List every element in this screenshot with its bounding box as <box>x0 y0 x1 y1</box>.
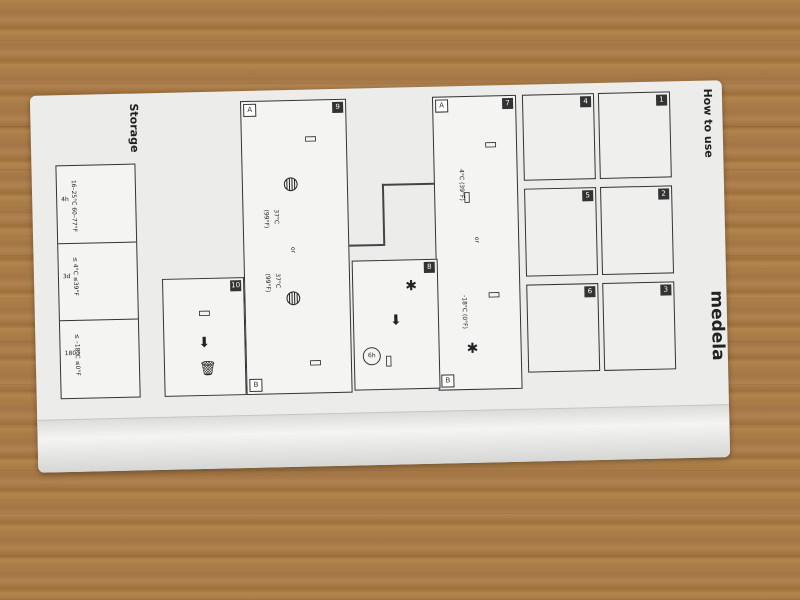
storage-duration: 4h <box>61 196 69 204</box>
step-number: 2 <box>658 188 670 200</box>
temp-b: 37°C <box>273 273 282 289</box>
bottle-icon: ▭ <box>487 286 501 303</box>
step-number: 7 <box>501 97 514 110</box>
bottle-icon: ▭ <box>197 304 212 322</box>
how-to-use-heading: How to use <box>700 88 716 158</box>
pot-icon: ◍ <box>282 172 299 195</box>
fridge-icon: ▯ <box>384 352 393 369</box>
badge-b: B <box>249 378 263 392</box>
trash-icon: 🗑 <box>198 360 218 378</box>
freezer-temp: -18°C (0°F) <box>460 295 469 330</box>
storage-temp: 16–25°C 60–77°F <box>69 179 78 233</box>
fridge-icon: ▯ <box>463 188 472 206</box>
step-number: 8 <box>423 261 435 274</box>
badge-a: A <box>435 99 449 113</box>
storage-table: 4h 16–25°C 60–77°F 3d ≤ 4°C ≤39°F 180d ≤… <box>55 163 141 400</box>
storage-heading: Storage <box>127 103 142 153</box>
step-7-panel: 7 A B 4°C (39°F) -18°C (0°F) or ▭ ▯ ▭ ✱ <box>431 94 523 391</box>
step-number: 1 <box>655 94 668 106</box>
step-6-tile: 6 <box>526 283 601 373</box>
storage-row-room: 4h 16–25°C 60–77°F <box>56 164 137 245</box>
temp-b-f: (99°F) <box>263 273 272 293</box>
bottle-icon: ▭ <box>303 130 318 147</box>
or-label: or <box>473 236 481 244</box>
storage-temp: ≤ –18°C ≤0°F <box>73 333 82 376</box>
breast-milk-storage-bag: How to use medela 1 2 3 4 5 6 7 A B 4°C … <box>29 80 731 473</box>
or-label: or <box>289 246 297 254</box>
arrow-icon: ⬇ <box>389 312 402 329</box>
step-number: 4 <box>579 96 592 108</box>
step-number: 6 <box>584 286 596 298</box>
storage-row-fridge: 3d ≤ 4°C ≤39°F <box>58 241 138 322</box>
step-number: 3 <box>660 284 672 296</box>
step-3-tile: 3 <box>602 281 677 371</box>
step-4-tile: 4 <box>521 93 596 181</box>
step-number: 10 <box>230 280 242 292</box>
arrow-icon: ⬇ <box>198 334 211 352</box>
pot-icon: ◍ <box>285 286 302 309</box>
step-8-panel: 8 ✱ ⬇ ▯ 6h <box>351 258 441 391</box>
temp-a-f: (99°F) <box>262 209 270 229</box>
step-9-panel: 9 A B ▭ ◍ 37°C (99°F) or ◍ 37°C (99°F) ▭ <box>239 98 353 396</box>
badge-a: A <box>243 103 257 118</box>
snowflake-icon: ✱ <box>466 340 479 358</box>
bottle-icon: ▭ <box>483 136 498 153</box>
connector-line <box>381 183 386 244</box>
step-2-tile: 2 <box>600 185 675 275</box>
snowflake-icon: ✱ <box>405 278 418 295</box>
badge-b: B <box>441 374 455 388</box>
storage-duration: 3d <box>62 273 71 281</box>
step-number: 5 <box>582 190 594 202</box>
brand-logo: medela <box>706 290 728 361</box>
step-10-panel: 10 ▭ ⬇ 🗑 <box>161 277 247 397</box>
temp-a: 37°C <box>272 209 280 225</box>
step-5-tile: 5 <box>524 187 599 277</box>
bottle-icon: ▭ <box>308 354 323 371</box>
connector-line <box>381 182 434 186</box>
storage-temp: ≤ 4°C ≤39°F <box>71 256 80 296</box>
step-1-tile: 1 <box>597 91 672 179</box>
step-number: 9 <box>332 101 344 114</box>
storage-row-freezer: 180d ≤ –18°C ≤0°F <box>60 319 140 399</box>
timer-6h: 6h <box>362 347 382 366</box>
